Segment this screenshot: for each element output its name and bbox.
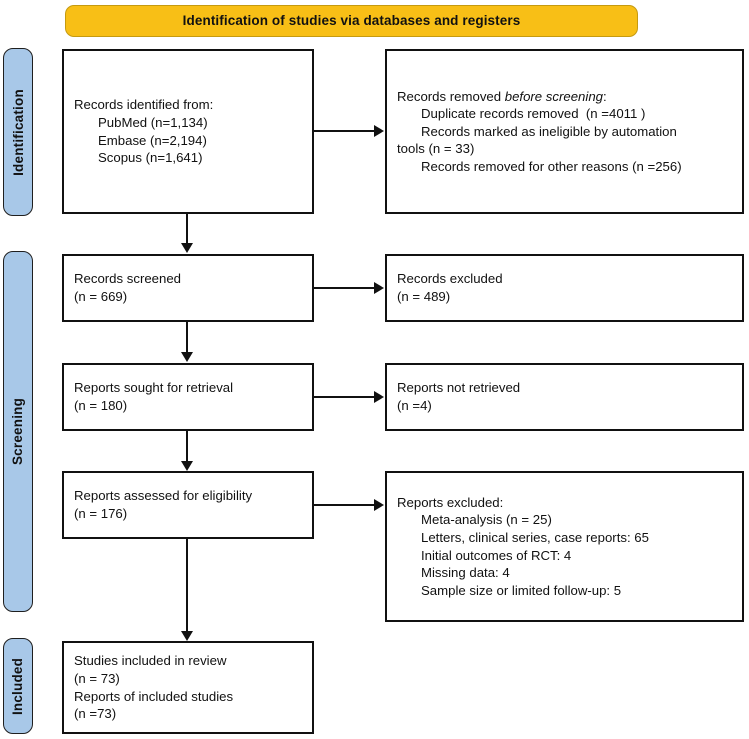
box-records-screened-body: Records screened (n = 669) bbox=[64, 270, 312, 305]
box-reports-not-retrieved: Reports not retrieved (n =4) bbox=[385, 363, 744, 431]
box-line: PubMed (n=1,134) bbox=[98, 114, 208, 130]
box-line: Scopus (n=1,641) bbox=[98, 150, 203, 166]
box-line: (n = 669) bbox=[74, 289, 128, 304]
box-reports-assessed: Reports assessed for eligibility (n = 17… bbox=[62, 471, 314, 539]
arrow-assessed-to-included bbox=[181, 631, 193, 641]
box-records-excluded-body: Records excluded (n = 489) bbox=[387, 270, 742, 305]
box-line: Reports sought for retrieval bbox=[74, 380, 234, 396]
box-reports-excluded-body: Reports excluded: Meta-analysis (n = 25)… bbox=[387, 494, 742, 599]
box-line: Duplicate records removed (n =4011 ) bbox=[421, 106, 646, 122]
box-line-emphasis: before screening bbox=[504, 88, 603, 104]
box-records-identified: Records identified from: PubMed (n=1,134… bbox=[62, 49, 314, 214]
box-studies-included: Studies included in review (n = 73) Repo… bbox=[62, 641, 314, 734]
box-line: (n =4) bbox=[397, 398, 432, 413]
box-reports-sought: Reports sought for retrieval (n = 180) bbox=[62, 363, 314, 431]
phase-tab-screening-label: Screening bbox=[10, 397, 26, 466]
box-line: Records marked as ineligible by automati… bbox=[421, 123, 677, 139]
box-line: Reports not retrieved bbox=[397, 380, 521, 396]
box-line-tail: : bbox=[603, 88, 607, 104]
box-line: Records removed for other reasons (n =25… bbox=[421, 158, 682, 174]
box-line: Records screened bbox=[74, 271, 182, 287]
phase-tab-identification-label: Identification bbox=[10, 88, 26, 176]
connector-assessed-to-excluded bbox=[314, 504, 375, 506]
phase-tab-included: Included bbox=[3, 638, 33, 734]
box-line: (n =73) bbox=[74, 706, 117, 722]
box-line: (n = 73) bbox=[74, 670, 120, 686]
box-line: Records identified from: bbox=[74, 97, 214, 113]
box-line: Records removed before screening: bbox=[397, 88, 732, 106]
arrow-screened-to-excluded bbox=[374, 282, 384, 294]
arrow-sought-to-not-retrieved bbox=[374, 391, 384, 403]
box-records-screened: Records screened (n = 669) bbox=[62, 254, 314, 322]
phase-tab-screening: Screening bbox=[3, 251, 33, 612]
arrow-assessed-to-excluded bbox=[374, 499, 384, 511]
box-reports-sought-body: Reports sought for retrieval (n = 180) bbox=[64, 379, 312, 414]
phase-header-identification: Identification of studies via databases … bbox=[65, 5, 638, 37]
arrow-identified-to-screened bbox=[181, 243, 193, 253]
box-studies-included-body: Studies included in review (n = 73) Repo… bbox=[64, 652, 312, 722]
phase-tab-included-label: Included bbox=[10, 657, 26, 715]
box-line: Initial outcomes of RCT: 4 bbox=[421, 547, 572, 563]
box-reports-excluded: Reports excluded: Meta-analysis (n = 25)… bbox=[385, 471, 744, 622]
box-line: (n = 489) bbox=[397, 289, 451, 304]
arrow-screened-to-sought bbox=[181, 352, 193, 362]
connector-assessed-to-included bbox=[186, 539, 188, 632]
connector-sought-to-not-retrieved bbox=[314, 396, 375, 398]
box-reports-not-retrieved-body: Reports not retrieved (n =4) bbox=[387, 379, 742, 414]
box-line: Studies included in review bbox=[74, 653, 227, 669]
connector-identified-to-screened bbox=[186, 214, 188, 244]
box-line: (n = 180) bbox=[74, 398, 128, 413]
arrow-identified-to-removed bbox=[374, 125, 384, 137]
box-line: Letters, clinical series, case reports: … bbox=[421, 529, 649, 545]
box-line: Reports excluded: bbox=[397, 494, 504, 510]
connector-identified-to-removed bbox=[314, 130, 375, 132]
box-line: Missing data: 4 bbox=[421, 565, 510, 581]
box-records-removed-body: Records removed before screening: Duplic… bbox=[387, 88, 742, 176]
box-records-identified-body: Records identified from: PubMed (n=1,134… bbox=[64, 96, 312, 166]
connector-screened-to-excluded bbox=[314, 287, 375, 289]
box-line: (n = 176) bbox=[74, 506, 128, 521]
box-line-text: Records removed bbox=[397, 88, 505, 104]
box-line: Reports assessed for eligibility bbox=[74, 488, 253, 504]
phase-tab-identification: Identification bbox=[3, 48, 33, 216]
box-line: Records excluded bbox=[397, 271, 503, 287]
box-records-excluded: Records excluded (n = 489) bbox=[385, 254, 744, 322]
box-line: Sample size or limited follow-up: 5 bbox=[421, 582, 622, 598]
box-reports-assessed-body: Reports assessed for eligibility (n = 17… bbox=[64, 487, 312, 522]
box-line: Embase (n=2,194) bbox=[98, 132, 207, 148]
box-line: Meta-analysis (n = 25) bbox=[421, 512, 552, 528]
box-line: Reports of included studies bbox=[74, 688, 234, 704]
connector-sought-to-assessed bbox=[186, 431, 188, 462]
arrow-sought-to-assessed bbox=[181, 461, 193, 471]
box-line: tools (n = 33) bbox=[397, 141, 475, 157]
connector-screened-to-sought bbox=[186, 322, 188, 353]
box-records-removed: Records removed before screening: Duplic… bbox=[385, 49, 744, 214]
